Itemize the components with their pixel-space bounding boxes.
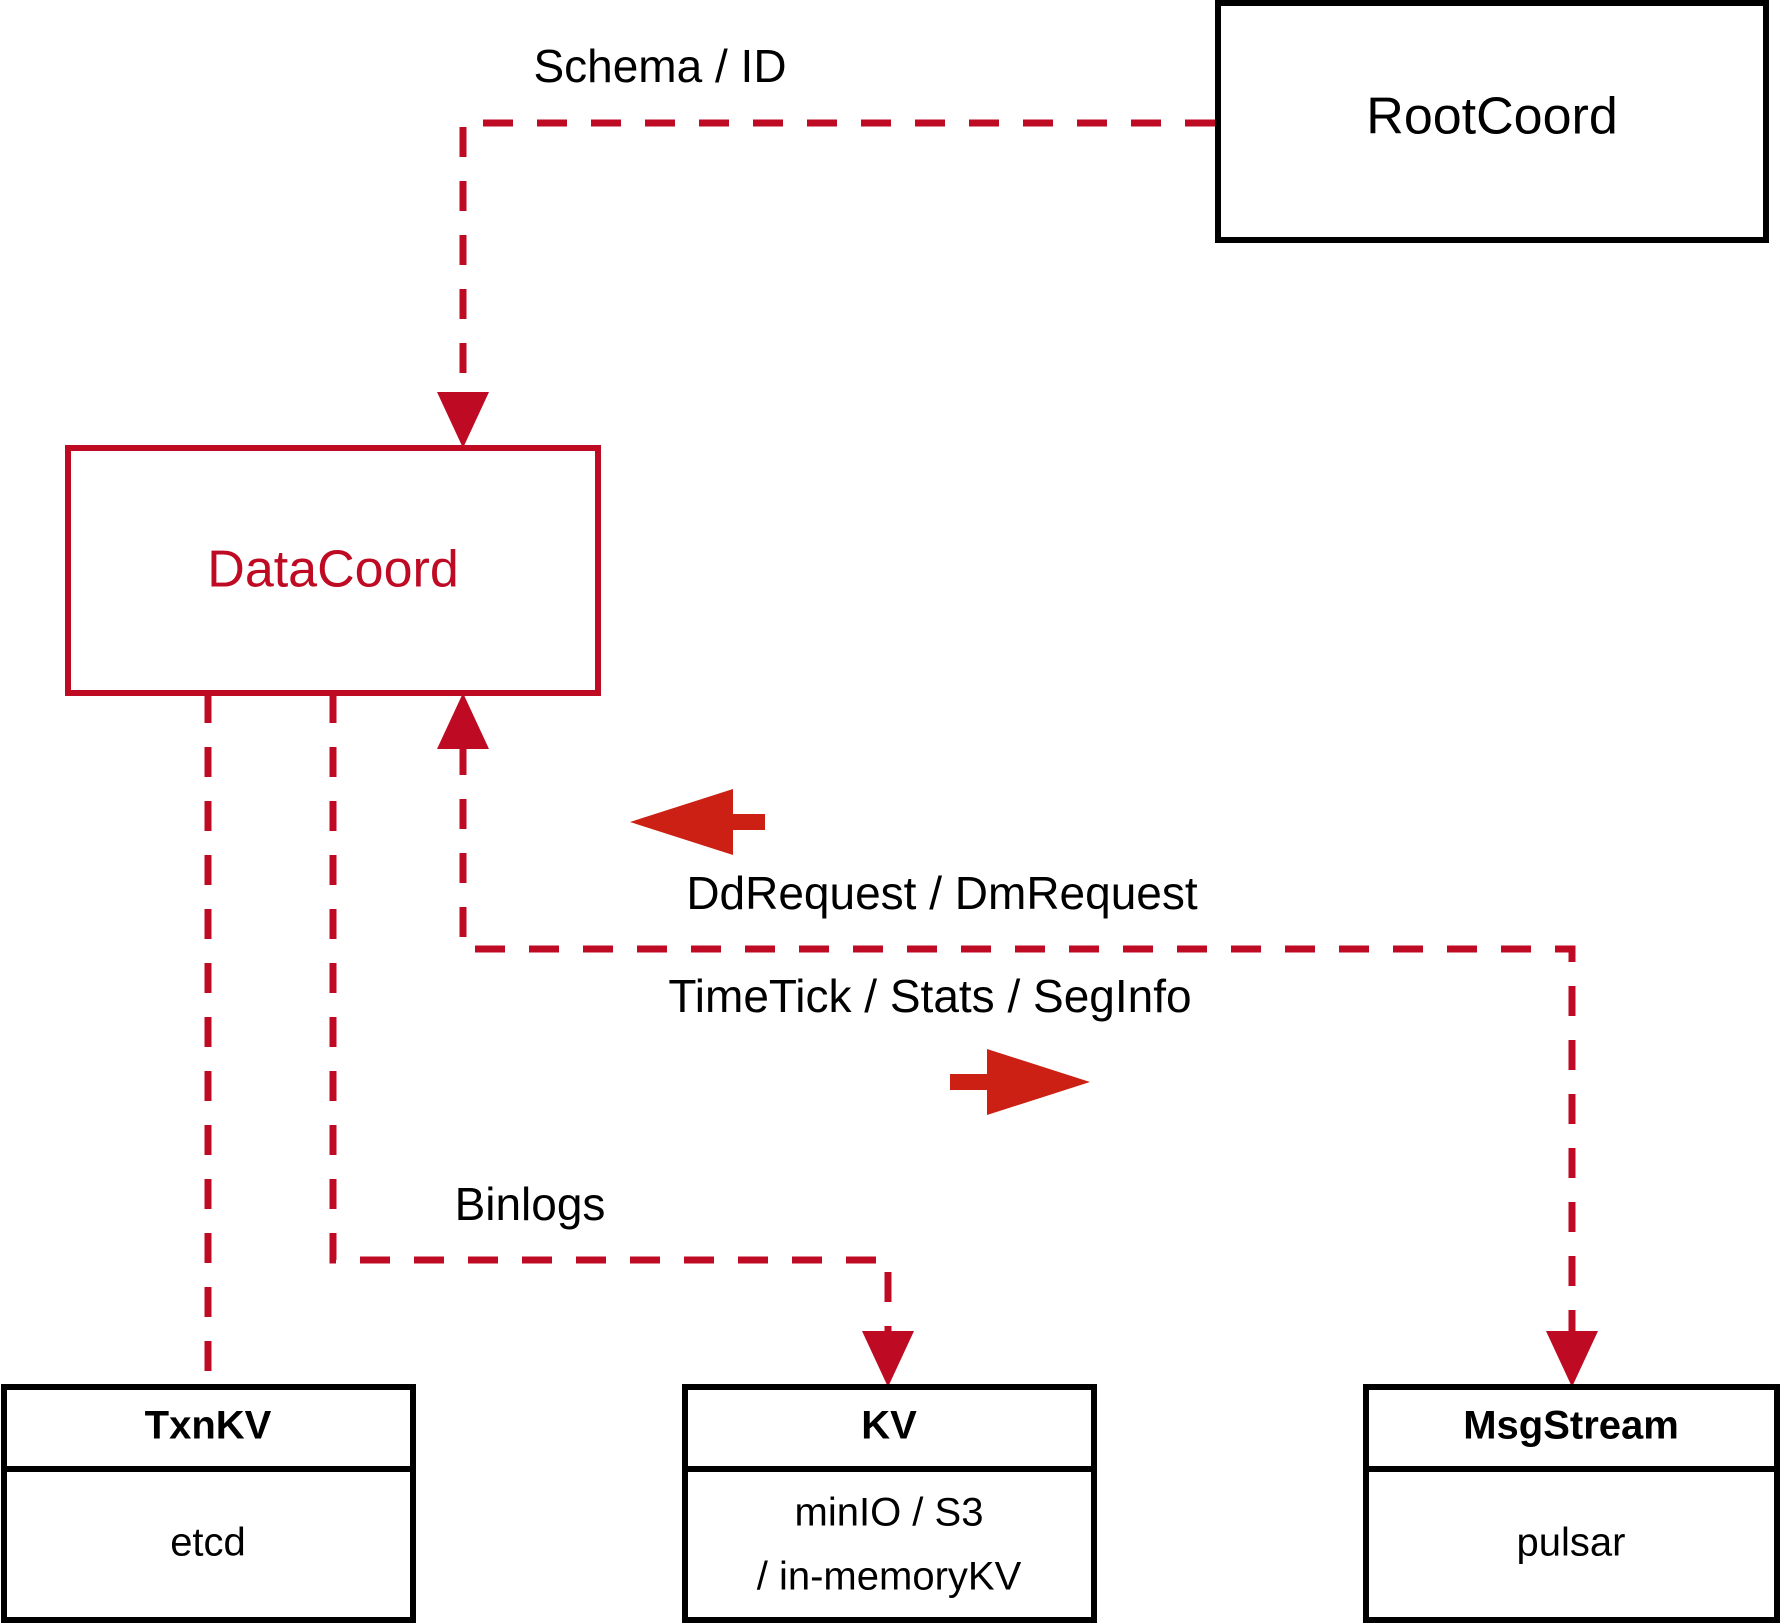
node-msgstream-rect[interactable]: [1363, 1384, 1780, 1623]
edge-label-ddrequest-dmrequest: DdRequest / DmRequest: [686, 867, 1198, 919]
node-txnkv-rect[interactable]: [1, 1384, 416, 1623]
edge-datacoord-msgstream-arrowhead-up: [437, 693, 489, 749]
edge-label-binlogs: Binlogs: [455, 1178, 606, 1230]
node-rootcoord-rect[interactable]: [1215, 0, 1769, 243]
node-kv-subtitle-line2: / in-memoryKV: [757, 1555, 1022, 1599]
edge-binlogs-path: [329, 693, 892, 1340]
node-txnkv-subtitle: etcd: [170, 1521, 246, 1565]
edge-binlogs-arrowhead: [862, 1331, 914, 1387]
node-msgstream-title: MsgStream: [1463, 1404, 1679, 1448]
edge-datacoord-msgstream: [437, 693, 1598, 1387]
node-datacoord-label: DataCoord: [207, 541, 458, 599]
edge-datacoord-msgstream-arrowhead-down: [1546, 1331, 1598, 1387]
node-msgstream-subtitle: pulsar: [1517, 1521, 1626, 1565]
node-txnkv-title: TxnKV: [145, 1404, 272, 1448]
node-datacoord-rect[interactable]: [65, 445, 601, 696]
edge-datacoord-msgstream-path: [459, 745, 1576, 1340]
edge-timetick-stats-seginfo: TimeTick / Stats / SegInfo: [668, 970, 1192, 1115]
edge-timetick-arrowhead: [987, 1049, 1090, 1115]
edge-ddrequest-arrowhead: [630, 789, 733, 855]
node-datacoord[interactable]: DataCoord: [65, 445, 601, 696]
node-kv[interactable]: KV minIO / S3 / in-memoryKV: [682, 1384, 1097, 1623]
node-kv-rect[interactable]: [682, 1384, 1097, 1623]
node-txnkv[interactable]: TxnKV etcd: [1, 1384, 416, 1623]
edge-binlogs: Binlogs: [329, 693, 914, 1387]
edge-label-schema-id: Schema / ID: [533, 40, 786, 92]
edge-schema-id-path: [459, 119, 1215, 398]
node-kv-title: KV: [861, 1404, 917, 1448]
node-msgstream[interactable]: MsgStream pulsar: [1363, 1384, 1780, 1623]
node-rootcoord[interactable]: RootCoord: [1215, 0, 1769, 243]
edge-schema-id: Schema / ID: [437, 40, 1215, 448]
node-rootcoord-label: RootCoord: [1366, 88, 1617, 146]
edge-schema-id-arrowhead: [437, 392, 489, 448]
node-kv-subtitle-line1: minIO / S3: [795, 1491, 984, 1535]
edge-ddrequest-dmrequest: DdRequest / DmRequest: [630, 789, 1198, 919]
edge-label-timetick-stats-seginfo: TimeTick / Stats / SegInfo: [668, 970, 1191, 1022]
